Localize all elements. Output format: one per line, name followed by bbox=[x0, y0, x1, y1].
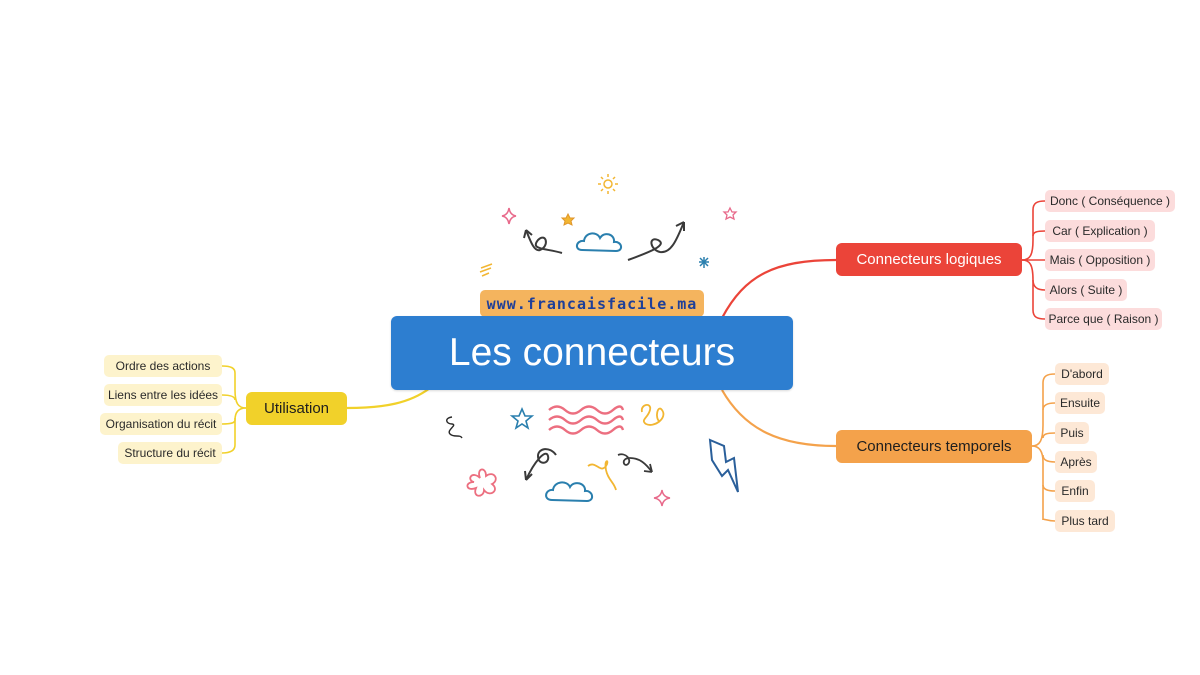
sun-icon bbox=[598, 174, 618, 194]
curl-icon bbox=[640, 404, 665, 426]
leaf-car[interactable]: Car ( Explication ) bbox=[1045, 220, 1155, 242]
flower-icon bbox=[560, 212, 576, 226]
leaf-organisation-du-recit[interactable]: Organisation du récit bbox=[100, 413, 222, 435]
cloud-icon-2 bbox=[545, 481, 593, 503]
leaf-parce-que[interactable]: Parce que ( Raison ) bbox=[1045, 308, 1162, 330]
diamond-sparkle-icon bbox=[653, 489, 671, 507]
wave-lines-icon bbox=[548, 405, 625, 435]
link-central-utilisation bbox=[346, 387, 431, 410]
loop-arrow-down-icon bbox=[525, 448, 557, 481]
flower-doodle-icon bbox=[466, 468, 497, 497]
leaf-apres[interactable]: Après bbox=[1055, 451, 1097, 473]
links-utilisation bbox=[221, 365, 247, 454]
asterisk-icon bbox=[699, 257, 709, 268]
squiggle-icon bbox=[446, 416, 463, 439]
lightning-icon bbox=[708, 438, 739, 493]
branch-utilisation[interactable]: Utilisation bbox=[246, 392, 347, 425]
link-central-logiques bbox=[721, 258, 837, 319]
leaf-structure-du-recit[interactable]: Structure du récit bbox=[118, 442, 222, 464]
leaf-plus-tard[interactable]: Plus tard bbox=[1055, 510, 1115, 532]
leaf-mais[interactable]: Mais ( Opposition ) bbox=[1045, 249, 1155, 271]
leaf-liens-entre-les-idees[interactable]: Liens entre les idées bbox=[104, 384, 222, 406]
leaf-puis[interactable]: Puis bbox=[1055, 422, 1089, 444]
branch-connecteurs-logiques[interactable]: Connecteurs logiques bbox=[836, 243, 1022, 276]
leaf-ensuite[interactable]: Ensuite bbox=[1055, 392, 1105, 414]
loop-arrow-right-icon bbox=[617, 453, 653, 473]
arrowhead-icon bbox=[523, 229, 533, 239]
central-topic[interactable]: Les connecteurs bbox=[391, 316, 793, 390]
links-logiques bbox=[1021, 200, 1046, 320]
arrowhead-icon-2 bbox=[675, 221, 685, 231]
loop-arrow-icon bbox=[525, 229, 563, 254]
links-temporels bbox=[1031, 373, 1056, 522]
leaf-donc[interactable]: Donc ( Conséquence ) bbox=[1045, 190, 1175, 212]
leaf-ordre-des-actions[interactable]: Ordre des actions bbox=[104, 355, 222, 377]
leaf-dabord[interactable]: D'abord bbox=[1055, 363, 1109, 385]
link-central-temporels bbox=[721, 389, 837, 448]
branch-connecteurs-temporels[interactable]: Connecteurs temporels bbox=[836, 430, 1032, 463]
swirl-arrow-icon bbox=[627, 221, 685, 261]
flower-icon-pink bbox=[722, 206, 738, 221]
dash-marks-icon bbox=[479, 263, 493, 277]
ribbon-icon bbox=[587, 460, 617, 491]
arrowhead-icon-3 bbox=[524, 470, 533, 481]
website-label: www.francaisfacile.ma bbox=[480, 290, 704, 317]
star-icon bbox=[509, 406, 535, 430]
cloud-icon bbox=[576, 232, 622, 253]
leaf-enfin[interactable]: Enfin bbox=[1055, 480, 1095, 502]
arrowhead-icon-4 bbox=[643, 463, 653, 473]
leaf-alors[interactable]: Alors ( Suite ) bbox=[1045, 279, 1127, 301]
sparkle-icon bbox=[501, 207, 517, 225]
